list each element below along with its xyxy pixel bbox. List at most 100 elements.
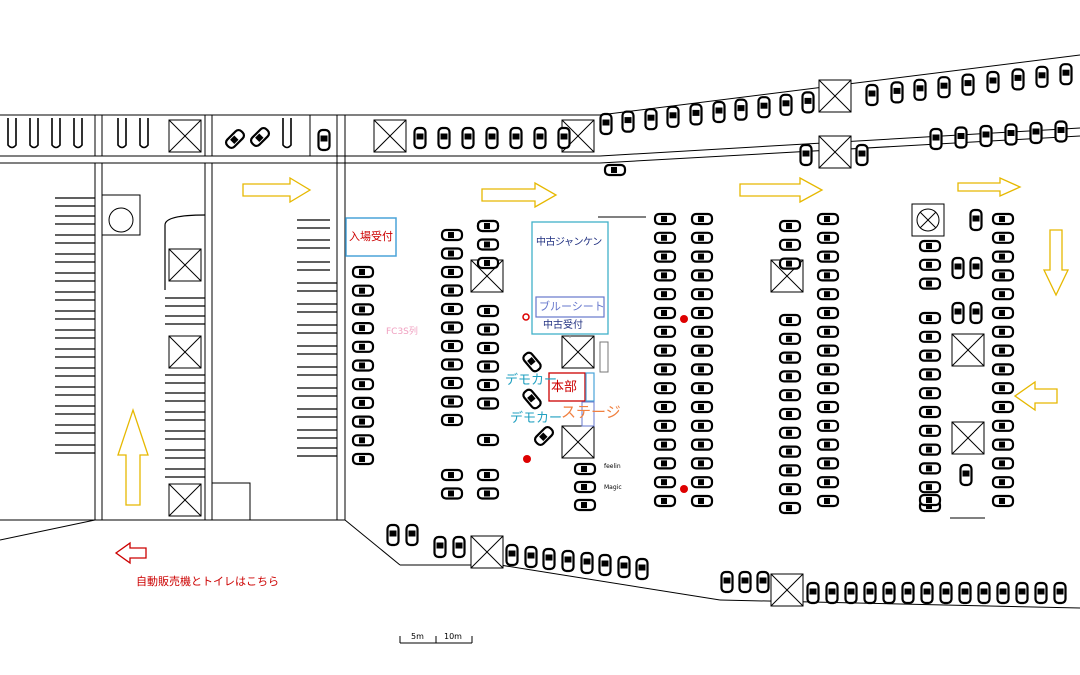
car-icon	[991, 288, 1015, 301]
car-icon	[918, 424, 942, 437]
car-icon	[816, 457, 840, 470]
car-icon	[778, 464, 802, 477]
car-icon	[653, 363, 677, 376]
car-icon	[991, 231, 1015, 244]
car-icon	[440, 265, 464, 279]
car-icon	[865, 83, 879, 107]
democar-label-1: デモカー	[505, 373, 558, 388]
car-icon	[413, 126, 427, 150]
car-icon	[991, 400, 1015, 414]
car-icon	[901, 581, 915, 605]
car-icon	[598, 553, 612, 577]
car-icon	[690, 231, 714, 244]
car-icon	[351, 359, 375, 372]
car-icon	[351, 434, 375, 447]
car-icon	[440, 321, 464, 334]
car-icon	[533, 126, 547, 150]
car-icon	[573, 462, 597, 476]
car-icon	[437, 126, 451, 150]
car-icon	[653, 231, 677, 244]
entry-reception-label: 入場受付	[349, 230, 393, 243]
car-icon	[440, 339, 464, 353]
car-icon	[653, 288, 677, 301]
car-icon	[1059, 63, 1073, 86]
scale-10m-label: 10m	[444, 632, 462, 641]
car-icon	[918, 311, 942, 325]
car-icon	[1054, 120, 1068, 143]
used-reception-label: 中古受付	[543, 320, 583, 331]
car-icon	[351, 340, 375, 353]
car-icon	[954, 126, 968, 149]
car-icon	[635, 557, 649, 581]
round-obstacle-icon	[911, 203, 945, 237]
car-icon	[690, 363, 714, 376]
car-icon	[778, 351, 802, 364]
car-icon	[844, 581, 858, 605]
car-icon	[653, 344, 677, 357]
car-icon	[690, 494, 714, 508]
car-icon	[1004, 123, 1018, 146]
car-icon	[476, 219, 500, 233]
car-icon	[918, 493, 942, 507]
car-icon	[690, 212, 714, 226]
car-icon	[690, 382, 714, 395]
car-icon	[580, 551, 594, 575]
car-icon	[801, 91, 815, 114]
car-icon	[476, 341, 500, 355]
car-icon	[918, 330, 942, 343]
car-icon	[476, 238, 500, 251]
stage-label: ステージ	[561, 403, 621, 421]
car-icon	[690, 269, 714, 282]
car-icon	[816, 212, 840, 226]
car-icon	[959, 463, 973, 487]
car-icon	[1011, 68, 1025, 91]
car-icon	[653, 212, 677, 226]
stage-box	[581, 401, 595, 427]
car-icon	[573, 480, 597, 494]
car-icon	[778, 501, 802, 515]
car-icon	[666, 105, 680, 128]
scale-bar	[399, 636, 473, 644]
car-icon	[505, 543, 519, 567]
car-icon	[440, 413, 464, 427]
car-icon	[918, 481, 942, 494]
car-icon	[816, 476, 840, 489]
car-icon	[653, 269, 677, 282]
car-icon	[913, 78, 927, 101]
car-icon	[918, 405, 942, 419]
car-icon	[476, 468, 500, 482]
car-icon	[351, 396, 375, 409]
car-icon	[961, 73, 975, 96]
direction-arrow-icon	[117, 176, 1070, 506]
car-icon	[816, 344, 840, 357]
car-icon	[542, 547, 556, 571]
car-icon	[351, 452, 375, 466]
car-icon	[476, 433, 500, 447]
car-icon	[799, 143, 813, 167]
car-icon	[1029, 121, 1043, 145]
car-icon	[621, 110, 635, 133]
car-icon	[351, 303, 375, 316]
car-icon	[440, 228, 464, 242]
car-icon	[1035, 65, 1049, 88]
vending-toilet-label: 自動販売機とトイレはこちら	[136, 575, 279, 588]
car-icon	[690, 288, 714, 301]
car-icon	[825, 581, 839, 605]
car-icon	[969, 301, 983, 325]
car-icon	[806, 581, 820, 605]
car-icon	[351, 284, 375, 297]
car-icon	[918, 349, 942, 362]
car-icon	[738, 570, 752, 594]
blue-post	[585, 372, 595, 402]
car-icon	[476, 304, 500, 318]
car-icon	[351, 265, 375, 279]
car-icon	[757, 96, 771, 119]
car-icon	[991, 382, 1015, 395]
car-icon	[532, 424, 556, 448]
car-icon	[778, 238, 802, 251]
car-icon	[991, 438, 1015, 451]
car-icon	[653, 400, 677, 414]
fc3s-row-label: FC3S列	[386, 327, 418, 337]
car-icon	[951, 301, 965, 325]
